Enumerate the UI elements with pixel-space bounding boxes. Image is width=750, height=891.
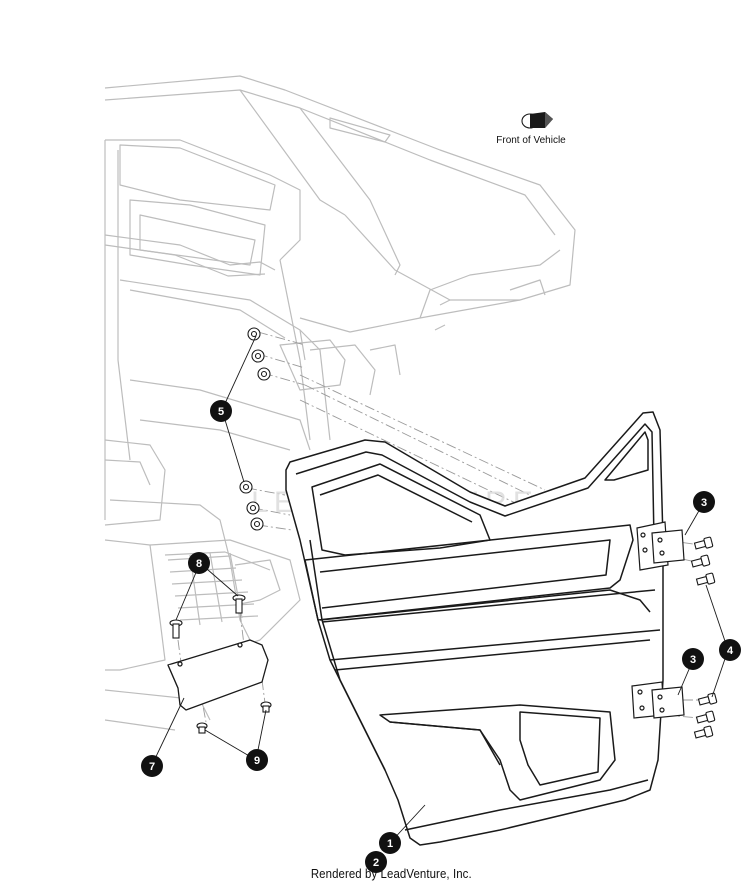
front-arrow-icon <box>521 112 553 129</box>
svg-text:2: 2 <box>373 857 379 869</box>
svg-text:7: 7 <box>149 761 155 773</box>
door-hinge-plates <box>631 521 685 719</box>
bracket-screws <box>169 594 246 639</box>
svg-text:3: 3 <box>690 654 696 666</box>
callout-3-lower: 3 <box>682 648 704 670</box>
door-panel <box>285 411 664 846</box>
footer-credit: Rendered by LeadVenture, Inc. <box>0 866 750 881</box>
footer-text: Rendered by LeadVenture, Inc. <box>310 866 472 881</box>
callout-3-upper: 3 <box>693 491 715 513</box>
callouts: 1 2 3 3 4 5 7 8 9 <box>141 400 741 873</box>
svg-text:3: 3 <box>701 497 707 509</box>
hinge-nuts <box>239 327 271 531</box>
bracket-rivets <box>196 701 272 734</box>
svg-text:5: 5 <box>218 406 224 418</box>
svg-text:4: 4 <box>727 645 734 657</box>
callout-7: 7 <box>141 755 163 777</box>
callout-4: 4 <box>719 639 741 661</box>
callout-5: 5 <box>210 400 232 422</box>
svg-text:1: 1 <box>387 838 393 850</box>
door-bracket <box>167 639 269 711</box>
callout-9: 9 <box>246 749 268 771</box>
svg-text:9: 9 <box>254 755 260 767</box>
callout-8: 8 <box>188 552 210 574</box>
vehicle-body-outline <box>104 75 576 731</box>
front-of-vehicle-label: Front of Vehicle <box>496 135 566 146</box>
hinge-bolts <box>690 536 718 739</box>
svg-text:8: 8 <box>196 558 202 570</box>
callout-1: 1 <box>379 832 401 854</box>
callout-2: 2 <box>365 851 387 873</box>
